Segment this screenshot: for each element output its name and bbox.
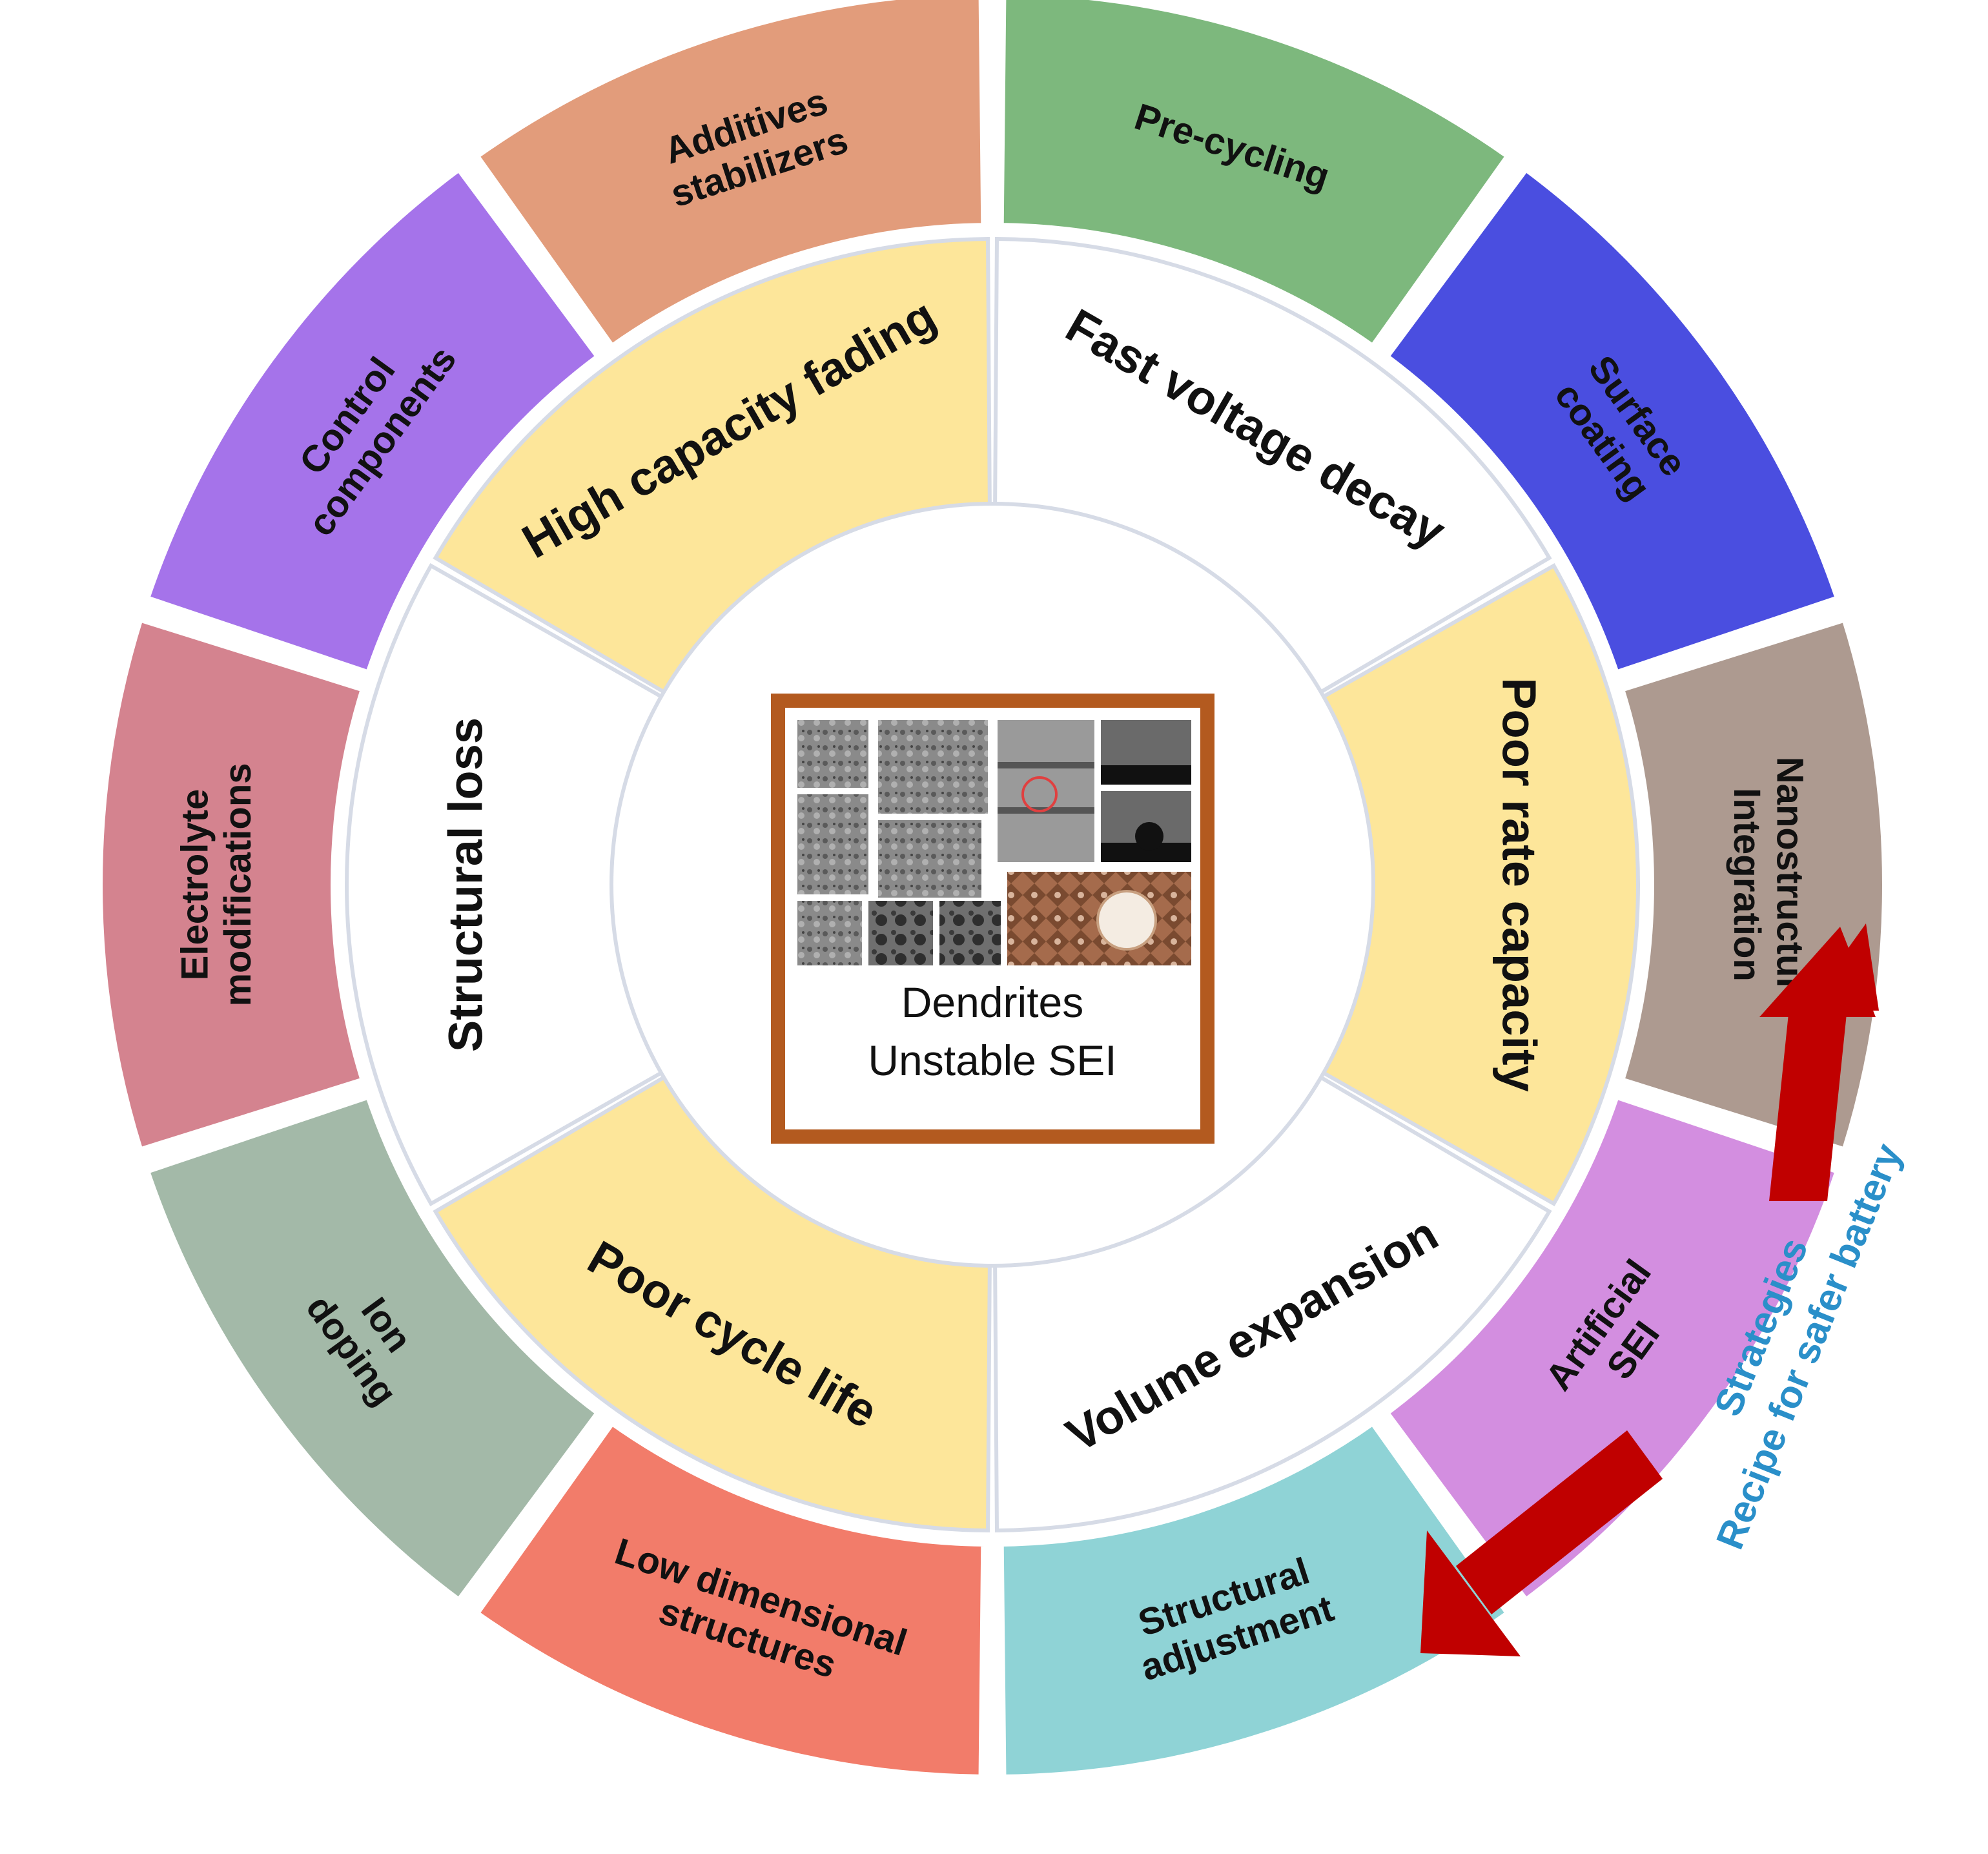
strategy-surface-coating	[1378, 160, 1846, 681]
strategy-structural-adjustment	[994, 1414, 1517, 1784]
strategy-low-dimensional-structures	[467, 1414, 990, 1784]
center-panel: Dendrites Unstable SEI	[771, 694, 1214, 1144]
sem-micrograph-collage	[797, 720, 1191, 965]
problem-structural-loss-label-line: Structural loss	[439, 717, 493, 1052]
strategy-control-components	[139, 160, 607, 681]
strategy-pre-cycling	[994, 0, 1517, 355]
down-left-arrow-head	[1420, 1530, 1521, 1656]
strategy-electrolyte-modifications	[94, 612, 371, 1158]
strategy-artificial-sei	[1378, 1088, 1846, 1609]
strategy-additives-stabilizers	[467, 0, 990, 355]
problem-structural-loss-label: Structural loss	[439, 717, 493, 1052]
strategy-ion-doping	[139, 1088, 607, 1609]
down-left-arrow-body	[1456, 1430, 1663, 1614]
up-arrow-head	[1759, 927, 1876, 1017]
strategy-arrows	[1420, 923, 1879, 1656]
strategy-ring: Pre-cyclingSurfacecoatingNanostructureIn…	[94, 0, 1891, 1784]
up-arrow-body	[1769, 1014, 1847, 1201]
center-label-dendrites: Dendrites	[901, 978, 1083, 1026]
problem-poor-rate-capacity-label-line: Poor rate capacity	[1492, 677, 1546, 1092]
center-label-unstable-sei: Unstable SEI	[868, 1036, 1116, 1084]
strategy-nanostructure-integration-label-line: Integration	[1726, 788, 1768, 982]
problem-poor-rate-capacity-label: Poor rate capacity	[1492, 677, 1546, 1092]
strategy-electrolyte-modifications-label-line: Electrolyte	[174, 789, 216, 981]
strategy-electrolyte-modifications-label-line: modifications	[217, 763, 259, 1006]
